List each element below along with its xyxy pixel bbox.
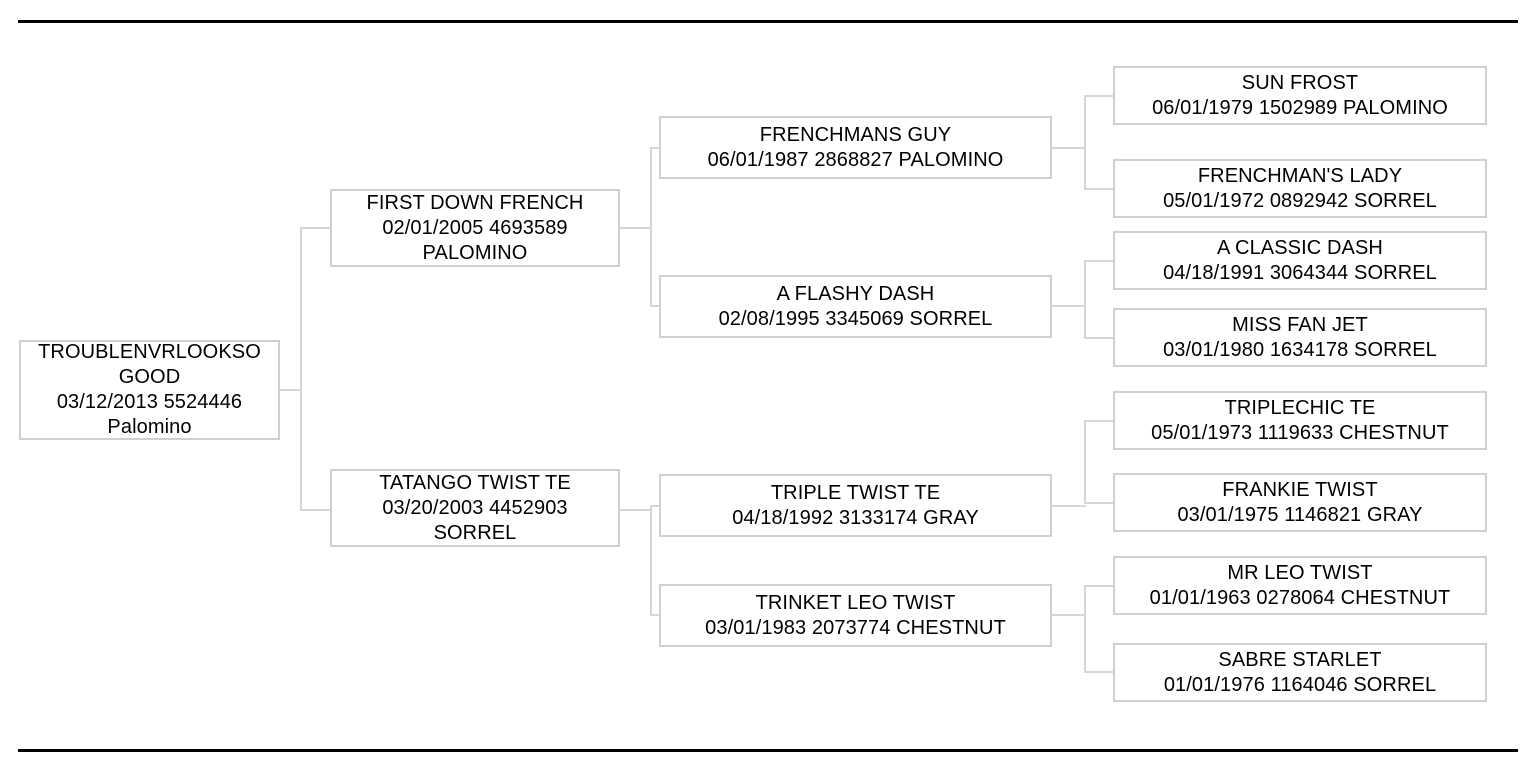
connector-gen2-a-stub xyxy=(620,227,652,229)
connector-subject-to-gen2-b xyxy=(300,509,332,511)
connector-gen3-a-to-gen4-a xyxy=(1084,95,1115,97)
node-name: TATANGO TWIST TE xyxy=(379,471,571,494)
node-details: 03/20/2003 4452903 xyxy=(382,496,568,519)
pedigree-node-gen3-4[interactable]: TRINKET LEO TWIST 03/01/1983 2073774 CHE… xyxy=(659,584,1052,647)
node-details: 02/08/1995 3345069 SORREL xyxy=(718,307,993,330)
node-name: A FLASHY DASH xyxy=(776,282,935,305)
connector-gen3-c-stub xyxy=(1052,505,1086,507)
pedigree-node-gen4-6[interactable]: FRANKIE TWIST 03/01/1975 1146821 GRAY xyxy=(1113,473,1487,532)
node-details: 04/18/1992 3133174 GRAY xyxy=(732,506,979,529)
connector-gen3-d-stub xyxy=(1052,614,1086,616)
connector-subject-stub xyxy=(280,389,302,391)
pedigree-node-gen3-1[interactable]: FRENCHMANS GUY 06/01/1987 2868827 PALOMI… xyxy=(659,116,1052,179)
node-name: FRANKIE TWIST xyxy=(1222,478,1378,501)
connector-gen3-b-spine xyxy=(1084,260,1086,337)
node-details: 04/18/1991 3064344 SORREL xyxy=(1163,261,1437,284)
pedigree-node-subject[interactable]: TROUBLENVRLOOKSO GOOD 03/12/2013 5524446… xyxy=(19,340,280,440)
node-details: 05/01/1972 0892942 SORREL xyxy=(1163,189,1437,212)
subject-color: Palomino xyxy=(107,416,192,438)
pedigree-node-gen4-7[interactable]: MR LEO TWIST 01/01/1963 0278064 CHESTNUT xyxy=(1113,556,1487,615)
connector-gen3-d-spine xyxy=(1084,585,1086,672)
pedigree-node-gen4-2[interactable]: FRENCHMAN'S LADY 05/01/1972 0892942 SORR… xyxy=(1113,159,1487,218)
node-details: 06/01/1987 2868827 PALOMINO xyxy=(707,148,1004,171)
connector-gen2-b-spine xyxy=(650,505,652,615)
pedigree-node-dam[interactable]: TATANGO TWIST TE 03/20/2003 4452903 SORR… xyxy=(330,469,620,547)
node-name: SUN FROST xyxy=(1241,71,1359,94)
connector-gen3-d-to-gen4-g xyxy=(1084,585,1115,587)
connector-gen2-a-spine xyxy=(650,147,652,307)
node-details: 03/01/1975 1146821 GRAY xyxy=(1177,503,1423,526)
pedigree-node-gen4-5[interactable]: TRIPLECHIC TE 05/01/1973 1119633 CHESTNU… xyxy=(1113,391,1487,450)
node-name: TRINKET LEO TWIST xyxy=(755,591,956,614)
pedigree-node-gen3-2[interactable]: A FLASHY DASH 02/08/1995 3345069 SORREL xyxy=(659,275,1052,338)
node-name: MR LEO TWIST xyxy=(1227,561,1373,584)
connector-gen3-b-to-gen4-c xyxy=(1084,260,1115,262)
pedigree-node-gen4-4[interactable]: MISS FAN JET 03/01/1980 1634178 SORREL xyxy=(1113,308,1487,367)
node-details: 03/01/1983 2073774 CHESTNUT xyxy=(705,616,1006,639)
bottom-divider-rule xyxy=(18,749,1518,752)
node-details: 06/01/1979 1502989 PALOMINO xyxy=(1152,96,1448,119)
connector-gen3-c-to-gen4-e xyxy=(1084,420,1115,422)
node-details: 05/01/1973 1119633 CHESTNUT xyxy=(1151,421,1449,444)
connector-gen3-a-stub xyxy=(1052,147,1086,149)
node-name: A CLASSIC DASH xyxy=(1217,236,1383,259)
node-name: MISS FAN JET xyxy=(1232,313,1368,336)
connector-gen3-a-spine xyxy=(1084,95,1086,189)
connector-gen3-b-stub xyxy=(1052,305,1086,307)
node-details: 02/01/2005 4693589 xyxy=(382,216,568,239)
node-name: FIRST DOWN FRENCH xyxy=(366,191,584,214)
node-name: FRENCHMAN'S LADY xyxy=(1197,164,1403,187)
pedigree-node-gen4-3[interactable]: A CLASSIC DASH 04/18/1991 3064344 SORREL xyxy=(1113,231,1487,290)
connector-gen3-b-to-gen4-d xyxy=(1084,337,1115,339)
node-name: FRENCHMANS GUY xyxy=(759,123,952,146)
connector-gen3-c-to-gen4-f xyxy=(1084,502,1115,504)
connector-gen2-a-to-gen3-a xyxy=(650,147,661,149)
connector-gen2-b-to-gen3-c xyxy=(650,505,661,507)
connector-gen3-a-to-gen4-b xyxy=(1084,188,1115,190)
connector-gen2-a-to-gen3-b xyxy=(650,305,661,307)
node-name: TRIPLE TWIST TE xyxy=(770,481,941,504)
node-name: SABRE STARLET xyxy=(1218,648,1382,671)
pedigree-node-gen4-1[interactable]: SUN FROST 06/01/1979 1502989 PALOMINO xyxy=(1113,66,1487,125)
subject-name-line1: TROUBLENVRLOOKSO xyxy=(38,341,261,363)
node-color: SORREL xyxy=(433,521,517,544)
node-name: TRIPLECHIC TE xyxy=(1224,396,1376,419)
connector-gen2-b-to-gen3-d xyxy=(650,614,661,616)
pedigree-node-gen3-3[interactable]: TRIPLE TWIST TE 04/18/1992 3133174 GRAY xyxy=(659,474,1052,537)
connector-gen3-d-to-gen4-h xyxy=(1084,671,1115,673)
connector-gen2-b-stub xyxy=(620,509,652,511)
connector-gen3-c-spine xyxy=(1084,420,1086,502)
pedigree-node-gen4-8[interactable]: SABRE STARLET 01/01/1976 1164046 SORREL xyxy=(1113,643,1487,702)
pedigree-node-sire[interactable]: FIRST DOWN FRENCH 02/01/2005 4693589 PAL… xyxy=(330,189,620,267)
top-divider-rule xyxy=(18,20,1518,23)
node-details: 03/01/1980 1634178 SORREL xyxy=(1163,338,1437,361)
connector-subject-to-gen2-a xyxy=(300,227,332,229)
node-details: 01/01/1976 1164046 SORREL xyxy=(1163,673,1437,696)
subject-name-line2: GOOD xyxy=(118,366,181,388)
connector-subject-spine xyxy=(300,227,302,511)
node-details: 01/01/1963 0278064 CHESTNUT xyxy=(1149,586,1451,609)
node-color: PALOMINO xyxy=(422,241,528,264)
subject-details: 03/12/2013 5524446 xyxy=(56,391,243,413)
